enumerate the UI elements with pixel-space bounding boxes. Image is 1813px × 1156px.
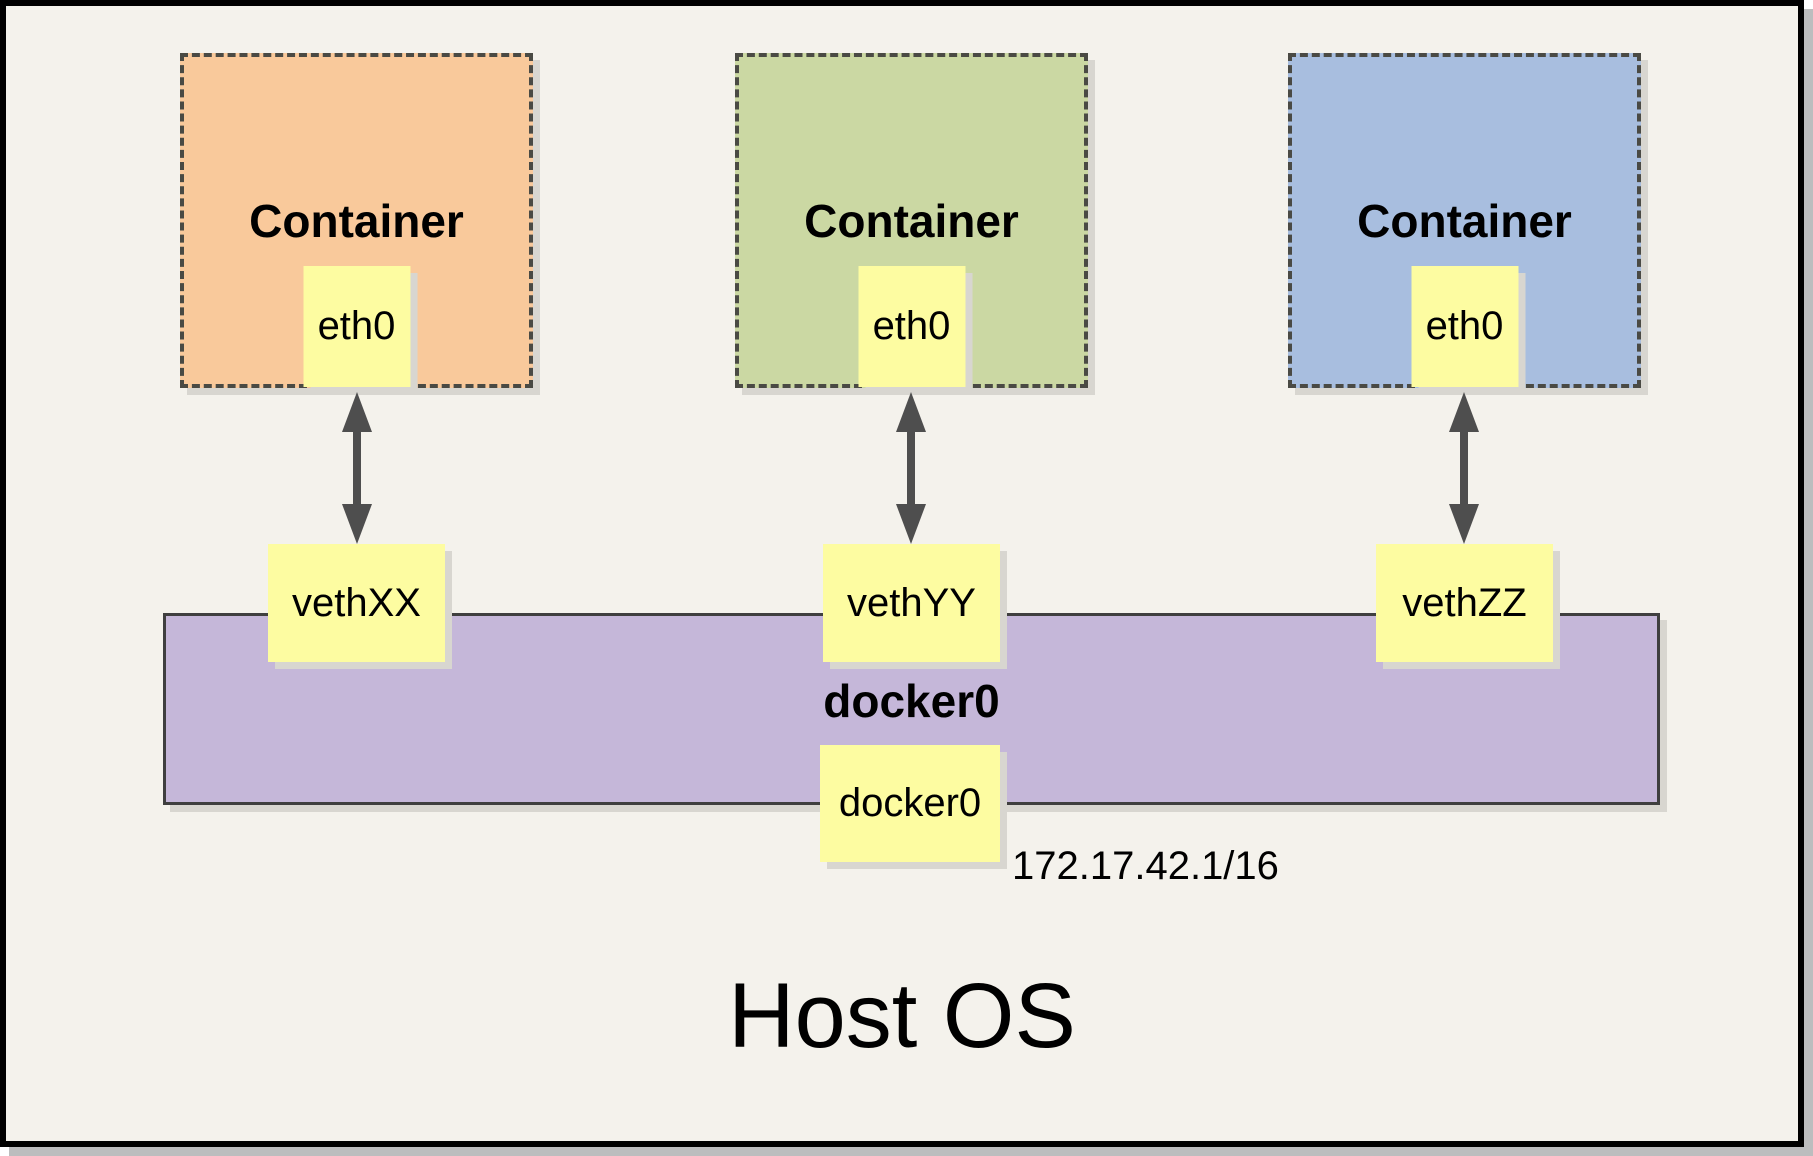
docker0-interface-label: docker0	[820, 745, 1000, 862]
double-arrow-icon-3	[1449, 392, 1479, 544]
eth0-label-1: eth0	[303, 266, 410, 387]
bridge-ip-address: 172.17.42.1/16	[1012, 844, 1279, 888]
container-box-3: Container eth0	[1288, 53, 1641, 388]
container-box-1: Container eth0	[180, 53, 533, 388]
veth-label-1: vethXX	[268, 544, 445, 662]
docker0-bridge-title: docker0	[823, 675, 1000, 727]
double-arrow-icon-2	[896, 392, 926, 544]
host-os-title: Host OS	[728, 965, 1076, 1067]
veth-label-2: vethYY	[823, 544, 1000, 662]
container-box-2: Container eth0	[735, 53, 1088, 388]
double-arrow-icon-1	[342, 392, 372, 544]
eth0-label-3: eth0	[1411, 266, 1518, 387]
eth0-label-2: eth0	[858, 266, 965, 387]
container-title-3: Container	[1357, 195, 1572, 247]
container-title-2: Container	[804, 195, 1019, 247]
veth-label-3: vethZZ	[1376, 544, 1553, 662]
container-title-1: Container	[249, 195, 464, 247]
